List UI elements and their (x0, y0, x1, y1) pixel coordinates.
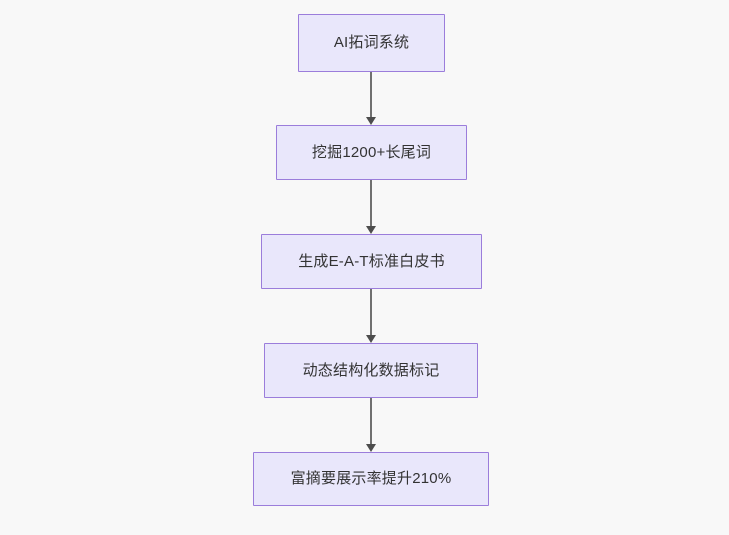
flow-node-n1[interactable]: AI拓词系统 (298, 14, 445, 72)
edge-line-icon (370, 72, 372, 118)
flow-edge-n4-to-n5 (363, 398, 379, 452)
edge-line-icon (370, 180, 372, 227)
arrowhead-down-icon (366, 226, 376, 234)
flow-edge-n3-to-n4 (363, 289, 379, 343)
flow-node-n2[interactable]: 挖掘1200+长尾词 (276, 125, 467, 180)
flow-node-n5[interactable]: 富摘要展示率提升210% (253, 452, 489, 506)
edge-line-icon (370, 289, 372, 336)
flow-node-label: 富摘要展示率提升210% (290, 470, 452, 488)
arrowhead-down-icon (366, 117, 376, 125)
flow-edge-n2-to-n3 (363, 180, 379, 234)
flow-node-label: 动态结构化数据标记 (302, 361, 440, 379)
arrowhead-down-icon (366, 444, 376, 452)
arrowhead-down-icon (366, 335, 376, 343)
flow-node-n3[interactable]: 生成E-A-T标准白皮书 (261, 234, 482, 289)
flow-node-label: AI拓词系统 (333, 34, 410, 52)
flow-node-label: 生成E-A-T标准白皮书 (298, 252, 445, 270)
edge-line-icon (370, 398, 372, 445)
flow-edge-n1-to-n2 (363, 72, 379, 125)
flow-node-n4[interactable]: 动态结构化数据标记 (264, 343, 478, 398)
flow-node-label: 挖掘1200+长尾词 (311, 143, 432, 161)
